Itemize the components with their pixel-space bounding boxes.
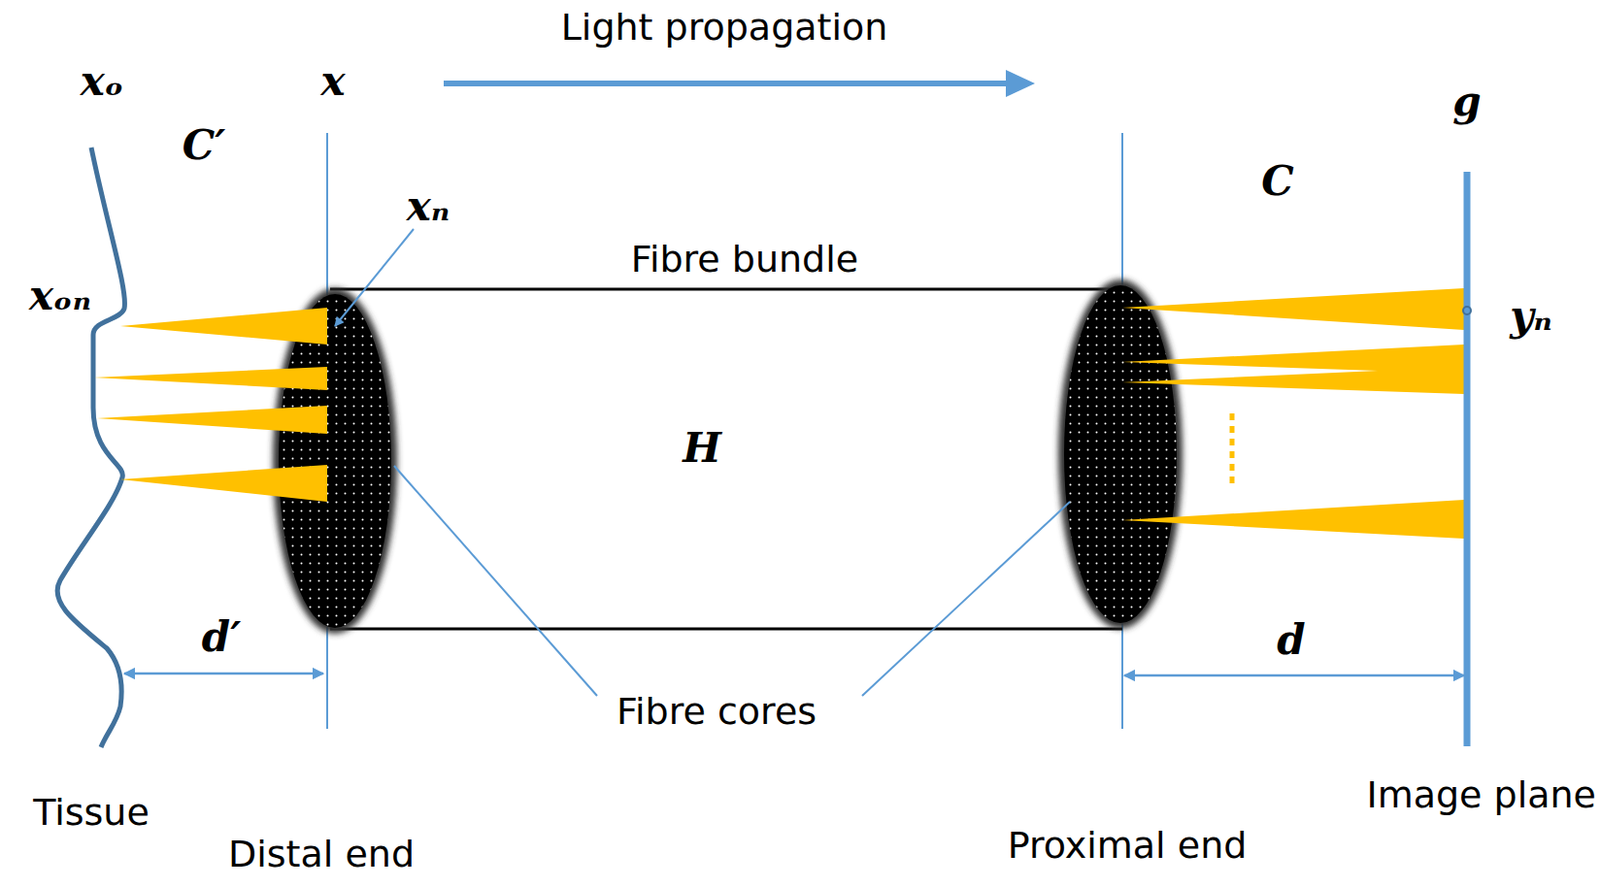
transfer-symbol: H [682, 426, 722, 471]
direction-label: Light propagation [561, 7, 889, 49]
point-symbol: xₒₙ [29, 273, 92, 319]
plane-symbol: xₒ [80, 59, 125, 104]
plane-symbol: g [1452, 79, 1481, 125]
part-label: Distal end [228, 834, 415, 876]
dimension-label: d [1276, 618, 1305, 664]
operator-symbol: C [1261, 159, 1294, 204]
part-label: Fibre cores [616, 692, 817, 734]
point-symbol: xₙ [406, 184, 450, 230]
point-symbol: yₙ [1509, 294, 1553, 339]
dimension-label: d′ [201, 615, 241, 661]
part-label: Proximal end [1007, 826, 1248, 867]
bundle-region: Fibre bundleH [398, 291, 1059, 627]
part-label: Tissue [33, 793, 150, 834]
part-label: Fibre bundle [631, 239, 859, 281]
operator-symbol: C′ [182, 123, 227, 168]
part-label: Image plane [1366, 775, 1597, 817]
plane-symbol: x [320, 59, 345, 104]
